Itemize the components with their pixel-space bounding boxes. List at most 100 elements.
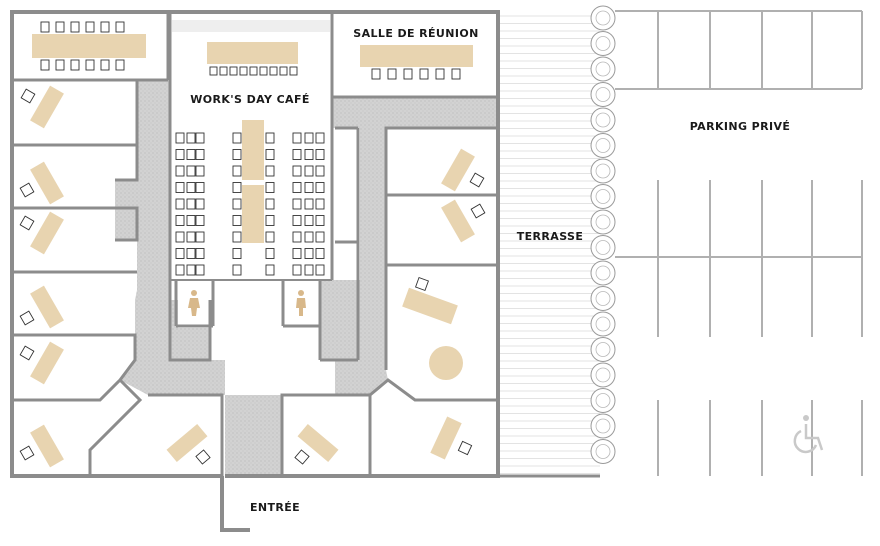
chair — [451, 68, 461, 80]
chair — [175, 264, 185, 276]
round-table — [429, 346, 463, 380]
desk — [19, 161, 64, 205]
chair — [195, 132, 205, 144]
tree-icon — [590, 5, 616, 31]
chair — [292, 165, 302, 177]
chair — [304, 182, 314, 193]
chair — [265, 248, 275, 259]
chair — [70, 59, 80, 71]
chair — [292, 132, 302, 144]
chair — [186, 198, 196, 210]
chair — [186, 215, 196, 226]
chair — [40, 59, 50, 71]
chair — [265, 264, 275, 276]
chair — [219, 66, 228, 76]
person-icon — [188, 290, 200, 316]
chair — [55, 59, 65, 71]
cafe-counter — [207, 42, 298, 64]
terrace — [500, 15, 600, 474]
chair — [304, 248, 314, 259]
chair — [195, 149, 205, 160]
desk — [19, 424, 64, 468]
chair — [419, 68, 429, 80]
chair — [315, 198, 325, 210]
parking-lines — [615, 10, 863, 476]
tree-icon — [590, 413, 616, 439]
chair — [186, 182, 196, 193]
terrace-label: TERRASSE — [517, 230, 584, 243]
chair — [232, 149, 242, 160]
cafe-label: WORK'S DAY CAFÉ — [190, 93, 310, 106]
chair — [403, 68, 413, 80]
chair — [265, 231, 275, 243]
chair — [186, 149, 196, 160]
desk — [19, 211, 64, 255]
chair — [304, 215, 314, 226]
tree-icon — [590, 31, 616, 56]
chair — [292, 198, 302, 210]
chair — [315, 132, 325, 144]
chair — [304, 264, 314, 276]
chair — [175, 215, 185, 226]
chair — [175, 198, 185, 210]
chair — [186, 231, 196, 243]
chair — [304, 231, 314, 243]
desks — [19, 85, 486, 468]
chair — [175, 182, 185, 193]
chairs — [40, 21, 461, 276]
desk — [294, 424, 339, 465]
chair — [265, 198, 275, 210]
cafe-tables — [242, 120, 264, 243]
desk — [20, 85, 64, 129]
chair — [315, 231, 325, 243]
chair — [232, 231, 242, 243]
chair — [186, 264, 196, 276]
chair — [239, 66, 248, 76]
chair — [315, 182, 325, 193]
chair — [265, 165, 275, 177]
chair — [229, 66, 238, 76]
chair — [387, 68, 397, 80]
chair — [186, 165, 196, 177]
chair — [195, 182, 205, 193]
meeting-room-label: SALLE DE RÉUNION — [353, 27, 478, 40]
chair — [70, 21, 80, 33]
chair — [315, 149, 325, 160]
chair — [209, 66, 218, 76]
chair — [100, 21, 110, 33]
chair — [232, 248, 242, 259]
chair — [304, 165, 314, 177]
chair — [175, 248, 185, 259]
chair — [232, 182, 242, 193]
chair — [195, 215, 205, 226]
chair — [304, 198, 314, 210]
tree-icon — [590, 311, 616, 337]
desk — [166, 424, 211, 465]
chair — [315, 264, 325, 276]
tree-icon — [590, 388, 616, 413]
chair — [292, 248, 302, 259]
chair — [265, 149, 275, 160]
desk — [441, 199, 486, 243]
meeting-room-table — [360, 45, 473, 67]
chair — [292, 182, 302, 193]
walls — [10, 10, 600, 532]
tree-icon — [590, 209, 616, 235]
chair — [232, 264, 242, 276]
meeting-table-top-left — [32, 34, 146, 58]
chair — [115, 21, 125, 33]
chair — [371, 68, 381, 80]
person-icon — [296, 290, 306, 316]
chair — [115, 59, 125, 71]
chair — [232, 165, 242, 177]
chair — [55, 21, 65, 33]
chair — [265, 215, 275, 226]
desk — [19, 285, 64, 329]
wheelchair-icon — [793, 415, 824, 454]
desk — [441, 148, 485, 192]
tree-icon — [590, 107, 616, 133]
chair — [186, 132, 196, 144]
tree-icon — [590, 184, 616, 209]
tree-icon — [590, 82, 616, 107]
